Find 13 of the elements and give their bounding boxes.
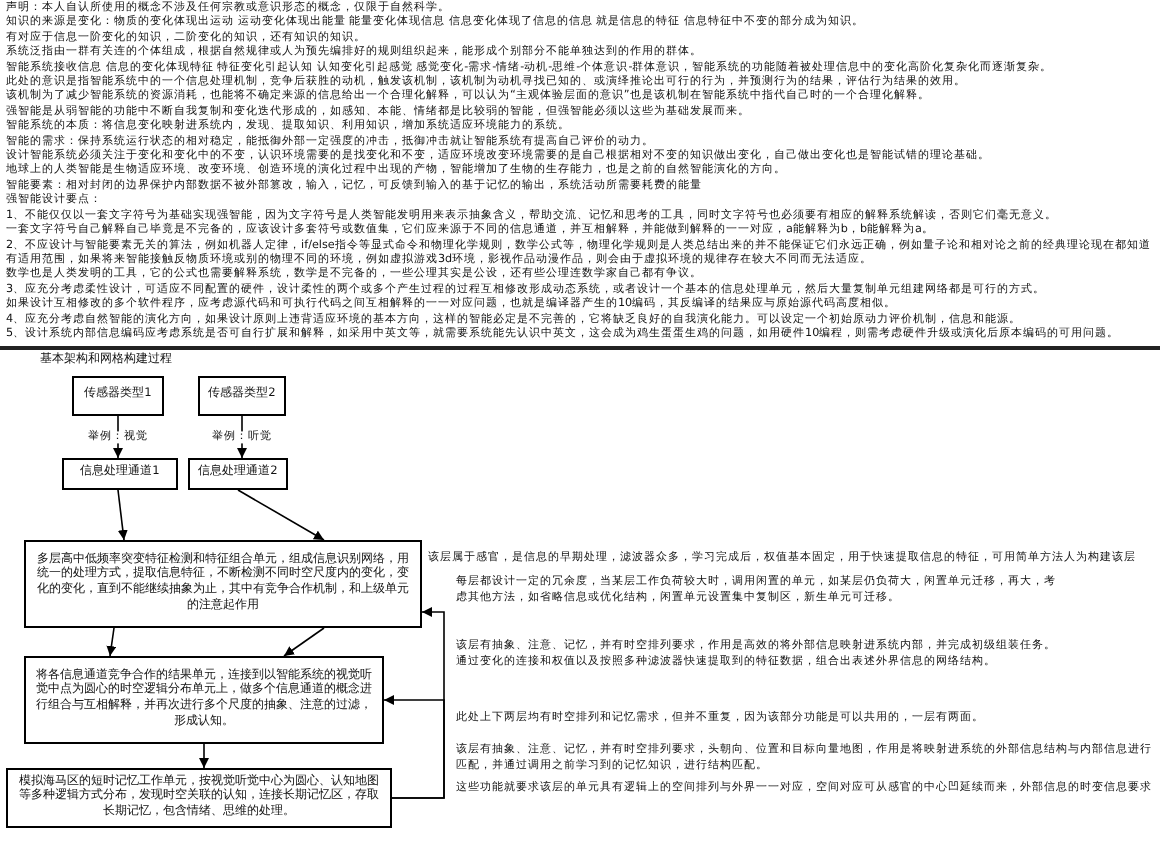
process-box <box>198 376 286 416</box>
process-box <box>6 768 392 828</box>
process-box <box>24 656 384 744</box>
process-box <box>24 540 422 628</box>
process-box <box>62 458 178 490</box>
arrow <box>237 489 325 541</box>
arrow <box>106 627 117 657</box>
process-box <box>72 376 164 416</box>
arrow <box>199 743 209 769</box>
process-box <box>188 458 288 490</box>
arrow <box>383 695 445 799</box>
arrow <box>117 489 128 541</box>
arrow <box>283 627 325 657</box>
